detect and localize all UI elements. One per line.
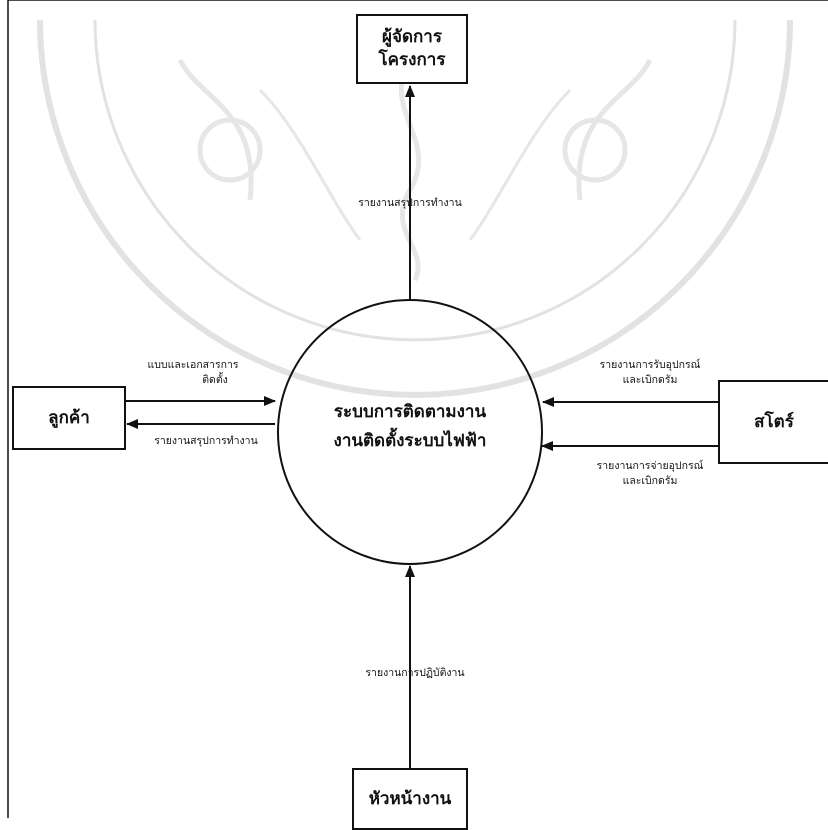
flow-label-store-receive-line1: รายงานการรับอุปกรณ์: [599, 359, 701, 371]
entity-customer: ลูกค้า: [12, 386, 126, 450]
process-label: ระบบการติดตามงาน งานติดตั้งระบบไฟฟ้า: [300, 398, 520, 456]
flow-label-customer-in-line1: แบบและเอกสารการ: [147, 359, 239, 371]
flow-label-foreman-in-text: รายงานการปฏิบัติงาน: [365, 667, 465, 679]
entity-customer-label: ลูกค้า: [48, 407, 90, 428]
entity-project-manager: ผู้จัดการ โครงการ: [356, 14, 468, 84]
flow-label-to-manager: รายงานสรุปการทำงาน: [340, 196, 480, 211]
flow-label-customer-in-line2: ติดตั้ง: [202, 374, 228, 387]
flow-label-customer-out: รายงานสรุปการทำงาน: [136, 434, 276, 449]
flow-label-to-manager-text: รายงานสรุปการทำงาน: [358, 197, 462, 209]
flow-label-store-receive: รายงานการรับอุปกรณ์ และเบิกดรัม: [580, 358, 720, 388]
flow-label-foreman-in: รายงานการปฏิบัติงาน: [350, 666, 480, 681]
entity-foreman-label: หัวหน้างาน: [368, 788, 452, 809]
process-label-line2: งานติดตั้งระบบไฟฟ้า: [333, 430, 487, 451]
entity-project-manager-line1: ผู้จัดการ: [382, 27, 442, 48]
flow-label-store-pay-line2: และเบิกดรัม: [622, 475, 678, 488]
flow-label-customer-in: แบบและเอกสารการ ติดตั้ง: [128, 358, 258, 388]
entity-project-manager-line2: โครงการ: [378, 50, 446, 70]
entity-store: สโตร์: [718, 380, 828, 464]
entity-store-label: สโตร์: [754, 411, 794, 432]
flow-label-customer-out-text: รายงานสรุปการทำงาน: [154, 435, 258, 447]
process-label-line1: ระบบการติดตามงาน: [333, 402, 487, 422]
flow-label-store-pay: รายงานการจ่ายอุปกรณ์ และเบิกดรัม: [580, 459, 720, 489]
entity-foreman: หัวหน้างาน: [352, 768, 468, 830]
flow-label-store-receive-line2: และเบิกดรัม: [622, 374, 678, 387]
flow-label-store-pay-line1: รายงานการจ่ายอุปกรณ์: [596, 460, 704, 472]
